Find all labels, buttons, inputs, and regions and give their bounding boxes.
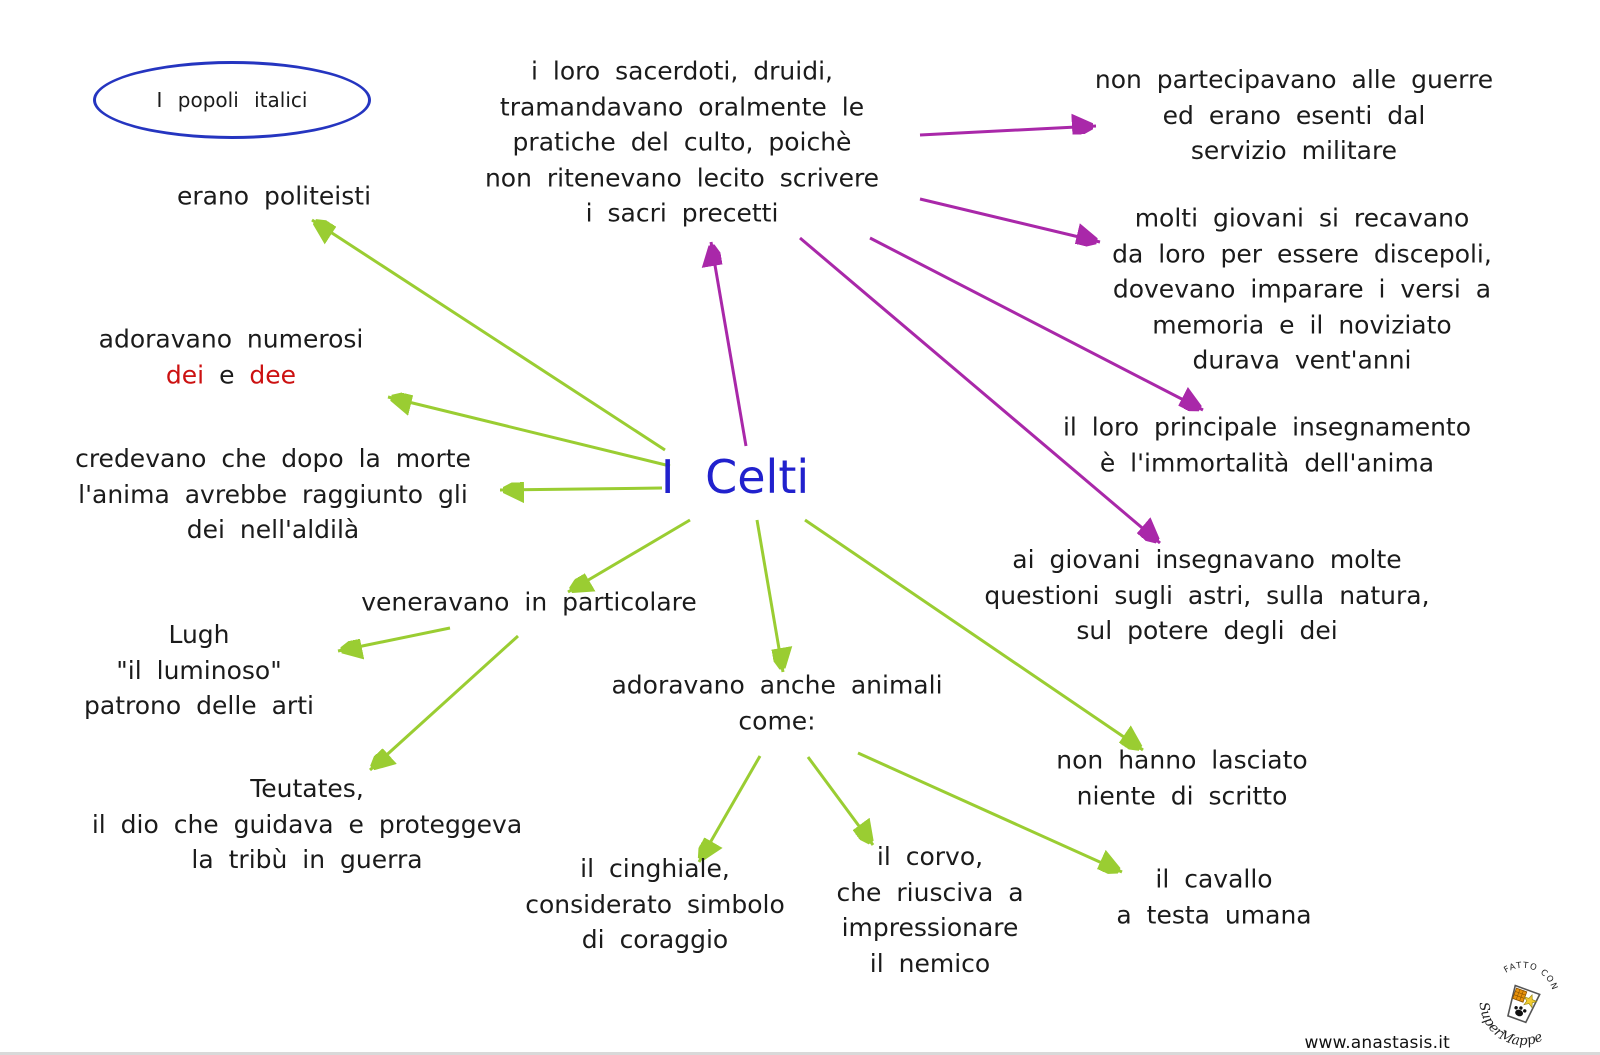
node-molti-giovani: molti giovani si recavano da loro per ess… [1112,200,1492,378]
arrow-sacerdoti-to-non-partecipavano [919,126,1097,137]
arrow-celti-to-sacerdoti [711,241,748,447]
node-line: i loro sacerdoti, druidi, [531,56,833,86]
node-principale-insegnamento: il loro principale insegnamento è l'immor… [1063,410,1471,481]
node-ai-giovani: ai giovani insegnavano molte questioni su… [984,542,1429,649]
node-line: ed erano esenti dal [1162,100,1426,130]
node-popoli-italici: I popoli italici [93,61,371,139]
arrow-celti-to-non-scritto [804,518,1143,750]
node-line: molti giovani si recavano [1134,203,1470,233]
node-line: pratiche del culto, poichè [512,127,852,157]
node-corvo: il corvo, che riusciva a impressionare il n… [836,839,1023,981]
node-line: durava vent'anni [1192,345,1412,375]
arrow-celti-to-erano-politeisti [312,220,666,452]
arrow-animali-to-cavallo [857,751,1122,872]
node-line: come: [738,706,816,735]
node-line: servizio militare [1190,135,1398,165]
arrow-sacerdoti-to-ai-giovani [799,236,1160,543]
node-cavallo: il cavallo a testa umana [1116,862,1311,933]
node-line: il dio che guidava e proteggeva [91,809,523,839]
node-erano-politeisti: erano politeisti [177,178,371,214]
node-line: il cavallo [1155,864,1273,894]
stamp-paw [1514,1006,1527,1017]
arrow-celti-to-adoravano-dei [387,397,671,468]
page-bottom-edge [0,1052,1600,1055]
node-non-scritto: non hanno lasciato niente di scritto [1056,743,1307,814]
arrow-sacerdoti-to-principale-insegnamento [869,236,1203,410]
node-line: I popoli italici [156,88,308,112]
node-line: impressionare [841,913,1019,942]
text-run: e [204,360,250,389]
arrow-veneravano-to-lugh [337,626,451,651]
node-line: I Celti [660,450,810,504]
stamp-glass-icon [1506,984,1541,1024]
node-line: è l'immortalità dell'anima [1099,448,1435,477]
node-line: veneravano in particolare [361,587,697,617]
node-line: dei nell'aldilà [186,514,360,544]
svg-text:FATTO CON: FATTO CON [1499,955,1564,994]
node-line: tramandavano oralmente le [499,91,865,121]
node-sacerdoti: i loro sacerdoti, druidi, tramandavano or… [485,53,879,231]
node-line: non ritenevano lecito scrivere [484,162,880,192]
node-line: la tribù in guerra [191,844,423,874]
arrow-celti-to-animali [755,519,783,673]
node-line: il nemico [869,948,991,978]
arrow-celti-to-veneravano [568,518,691,592]
watermark-url: www.anastasis.it [1304,1033,1450,1053]
node-line: ai giovani insegnavano molte [1012,544,1402,574]
node-line: erano politeisti [176,181,372,211]
node-line: questioni sugli astri, sulla natura, [984,580,1430,610]
arrow-veneravano-to-teutates [370,634,520,770]
stamp-star [1523,993,1538,1009]
node-line: l'anima avrebbe raggiunto gli [78,479,468,509]
node-teutates: Teutates, il dio che guidava e proteggeva… [92,771,522,878]
node-line: credevano che dopo la morte [75,443,471,473]
node-line: non partecipavano alle guerre [1094,64,1494,94]
arrow-animali-to-corvo [806,756,873,845]
node-line: "il luminoso" [116,655,282,685]
node-line: non hanno lasciato [1056,745,1308,775]
node-cinghiale: il cinghiale, considerato simbolo di corag… [525,851,784,958]
node-line: adoravano numerosi [98,324,364,354]
node-line: a testa umana [1116,900,1312,929]
stamp-name-text: SuperMappe [1467,998,1552,1053]
node-line: memoria e il noviziato [1152,309,1452,339]
node-celti: I Celti [661,451,809,503]
node-line: Lugh [168,619,230,649]
node-line: il corvo, [876,842,984,871]
node-credevano: credevano che dopo la morte l'anima avreb… [75,441,471,548]
node-line: di coraggio [581,924,729,954]
node-line: considerato simbolo [525,889,785,919]
node-line: dei e dee [99,357,364,393]
node-line: i sacri precetti [585,198,779,228]
node-animali: adoravano anche animali come: [611,668,942,739]
node-line: niente di scritto [1076,781,1288,810]
node-line: che riusciva a [836,877,1024,907]
node-veneravano: veneravano in particolare [361,584,697,620]
node-non-partecipavano: non partecipavano alle guerre ed erano es… [1095,62,1493,169]
supermappe-stamp-logo: FATTO CON SuperMappe [1467,955,1564,1053]
node-line: da loro per essere discepoli, [1112,238,1492,268]
node-line: dovevano imparare i versi a [1112,274,1492,304]
node-line: il cinghiale, [580,853,730,883]
text-run: dee [249,360,297,389]
arrow-celti-to-credevano [499,488,663,490]
node-line: sul potere degli dei [1076,615,1338,645]
node-lugh: Lugh "il luminoso" patrono delle arti [84,617,314,724]
node-line: adoravano anche animali [611,670,943,700]
svg-text:SuperMappe: SuperMappe [1467,998,1552,1053]
node-line: patrono delle arti [84,690,314,720]
text-run: dei [165,360,205,389]
arrow-sacerdoti-to-molti-giovani [919,197,1101,242]
node-line: il loro principale insegnamento [1062,412,1472,442]
node-line: Teutates, [250,773,364,803]
arrow-animali-to-cinghiale [699,755,762,862]
stamp-top-text: FATTO CON [1499,955,1564,994]
